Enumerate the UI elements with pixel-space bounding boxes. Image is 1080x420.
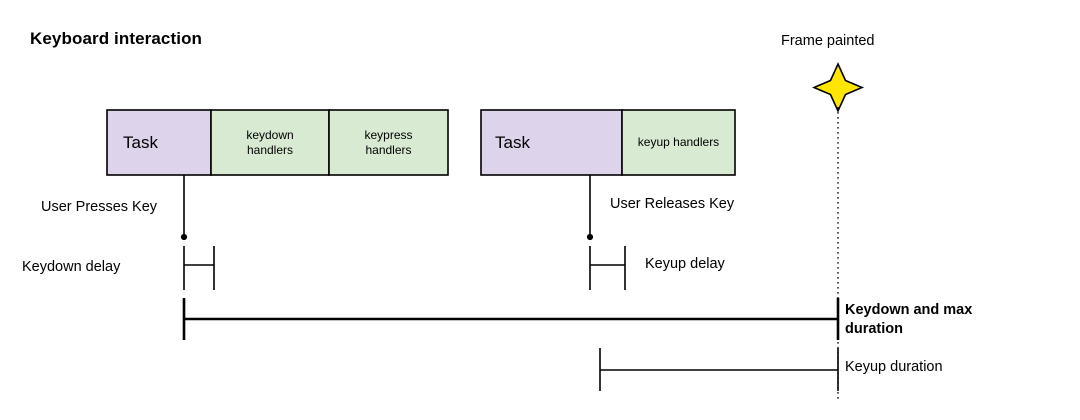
diagram-title: Keyboard interaction [30, 29, 203, 48]
keydown-max-duration-span [182, 298, 840, 340]
keydown-task-row [106, 109, 449, 176]
keyup-delay-label: Keyup delay [645, 256, 725, 272]
keyup-delay-bracket [589, 246, 626, 290]
task-segment-rect [480, 109, 623, 176]
user-presses-key-label: User Presses Key [41, 199, 158, 215]
keyup-duration-span [599, 348, 839, 391]
keyup-handlers-segment-rect [621, 109, 736, 176]
keyup-task-row [480, 109, 736, 176]
four-point-star-icon [811, 62, 865, 113]
user-releases-key-label: User Releases Key [610, 196, 735, 212]
keypress-handlers-segment-rect [328, 109, 449, 176]
keydown-max-duration-label: Keydown and max duration [845, 302, 973, 337]
user-releases-key-leader [586, 175, 594, 241]
keydown-handlers-segment-rect [210, 109, 330, 176]
frame-painted-label: Frame painted [781, 33, 875, 49]
keyup-duration-label: Keyup duration [845, 359, 943, 375]
task-segment-rect [106, 109, 212, 176]
user-presses-key-leader [180, 175, 188, 241]
keydown-delay-bracket [183, 246, 215, 290]
keydown-delay-label: Keydown delay [22, 259, 121, 275]
